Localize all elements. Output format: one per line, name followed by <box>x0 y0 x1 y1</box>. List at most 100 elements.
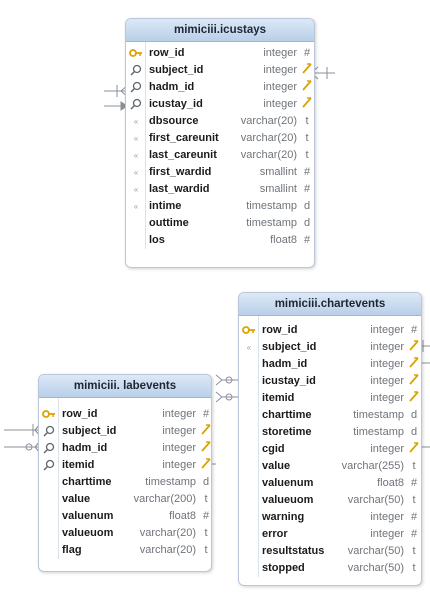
foreign-key-icon <box>409 356 419 374</box>
foreign-key-icon <box>409 441 419 459</box>
column-type: varchar(50) <box>347 494 404 506</box>
primary-key-icon <box>241 322 257 339</box>
column-name: itemid <box>262 392 295 404</box>
icon-column <box>39 398 59 559</box>
column-type: float8 <box>169 510 196 522</box>
column-name: warning <box>262 511 305 523</box>
icon-column <box>239 316 259 577</box>
column-row-subject-id[interactable]: subject_id integer <box>126 62 314 79</box>
column-name: last_careunit <box>149 149 217 161</box>
column-type: smallint <box>259 183 297 195</box>
column-flag: d <box>303 217 311 229</box>
column-type: integer <box>162 459 196 471</box>
nullable-marker-icon: « <box>133 185 139 194</box>
column-name: error <box>262 528 288 540</box>
column-flag: d <box>410 409 418 421</box>
column-type: timestamp <box>353 426 404 438</box>
blank-icon <box>241 509 257 526</box>
table-chartevents-title[interactable]: mimiciii.chartevents <box>239 293 421 316</box>
blank-icon <box>241 492 257 509</box>
blank-icon <box>241 373 257 390</box>
column-name: dbsource <box>149 115 199 127</box>
blank-icon <box>241 441 257 458</box>
blank-icon <box>241 526 257 543</box>
blank-icon <box>241 560 257 577</box>
column-name: stopped <box>262 562 305 574</box>
foreign-key-icon <box>409 339 419 357</box>
index-icon <box>41 457 57 474</box>
column-type: varchar(50) <box>347 545 404 557</box>
column-name: subject_id <box>262 341 317 353</box>
column-type: integer <box>370 511 404 523</box>
blank-icon <box>41 525 57 542</box>
column-name: itemid <box>62 459 95 471</box>
column-type: timestamp <box>246 217 297 229</box>
column-name: subject_id <box>62 425 117 437</box>
nullable-marker-icon: « <box>133 151 139 160</box>
column-name: first_wardid <box>149 166 212 178</box>
column-flag: # <box>303 166 311 178</box>
table-labevents-title[interactable]: mimiciii. labevents <box>39 375 211 398</box>
column-name: intime <box>149 200 182 212</box>
blank-icon <box>128 232 144 249</box>
column-type: varchar(20) <box>139 544 196 556</box>
column-flag: t <box>305 132 309 144</box>
column-type: integer <box>370 528 404 540</box>
column-type: varchar(50) <box>347 562 404 574</box>
column-row-subject-id[interactable]: subject_id integer <box>39 423 211 440</box>
column-type: integer <box>370 375 404 387</box>
column-name: subject_id <box>149 64 204 76</box>
column-type: integer <box>263 64 297 76</box>
connector-labevents-hadm-left <box>4 440 41 454</box>
column-row-itemid[interactable]: itemid integer <box>39 457 211 474</box>
blank-icon <box>41 474 57 491</box>
column-flag: d <box>303 200 311 212</box>
primary-key-icon <box>41 406 57 423</box>
column-type: integer <box>162 425 196 437</box>
blank-icon <box>241 458 257 475</box>
column-flag: d <box>410 426 418 438</box>
foreign-key-icon <box>201 440 211 458</box>
column-flag: t <box>204 544 208 556</box>
table-icustays-title[interactable]: mimiciii.icustays <box>126 19 314 42</box>
blank-icon <box>241 543 257 560</box>
column-name: value <box>262 460 291 472</box>
column-type: float8 <box>377 477 404 489</box>
